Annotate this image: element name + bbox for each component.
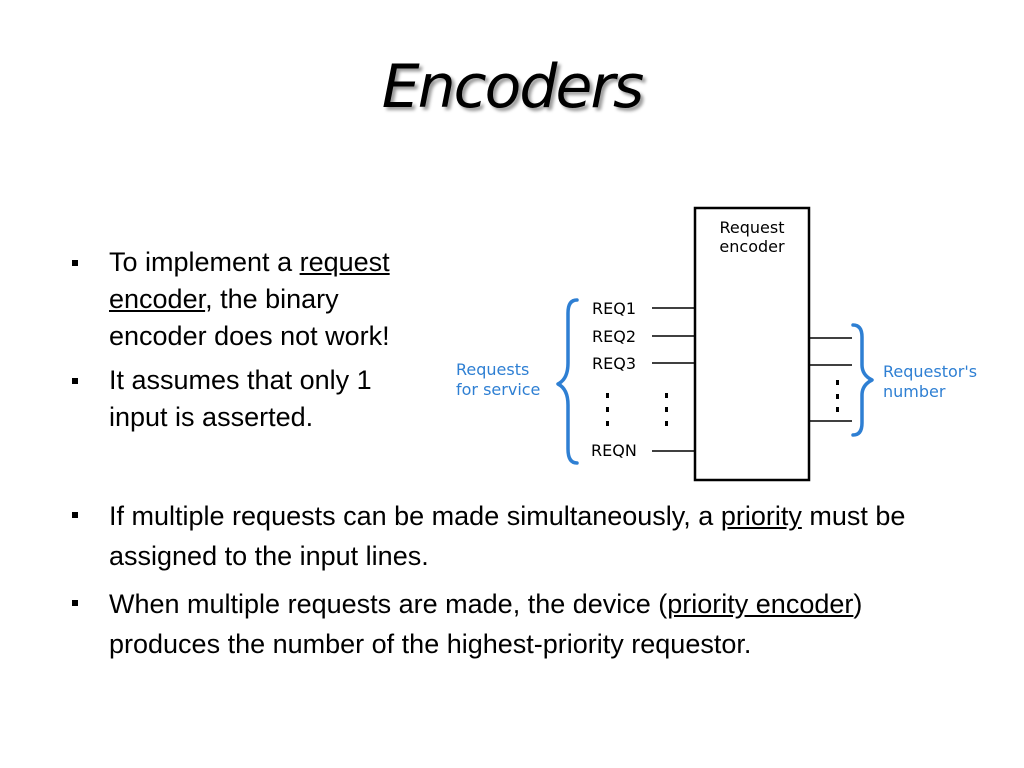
input-label-req2: REQ2: [592, 327, 636, 346]
top-bullet-list: To implement a request encoder, the bina…: [68, 244, 428, 443]
output-ellipsis-dots: [836, 380, 839, 412]
bottom-bullet-list: If multiple requests can be made simulta…: [68, 496, 948, 672]
right-label-line2: number: [883, 382, 946, 401]
encoder-box: [693, 206, 811, 482]
box-label-line2: encoder: [719, 237, 785, 256]
underlined-term: priority encoder: [667, 589, 854, 619]
bullet-request-encoder: To implement a request encoder, the bina…: [68, 244, 428, 355]
request-encoder-diagram: Request encoder REQ1 REQ2 REQ3 REQN Requ…: [456, 206, 977, 482]
bullet-one-input-asserted: It assumes that only 1 input is asserted…: [68, 362, 428, 436]
slide-title: Encoders: [381, 52, 645, 122]
input-label-reqn: REQN: [591, 441, 637, 460]
right-label-line1: Requestor's: [883, 362, 977, 381]
left-brace: [556, 298, 579, 465]
underlined-term: priority: [720, 501, 802, 531]
box-label-line1: Request: [720, 218, 785, 237]
input-ellipsis-dots: [606, 393, 668, 426]
left-label-line2: for service: [456, 380, 540, 399]
right-brace: [851, 323, 874, 437]
bullet-priority-assignment: If multiple requests can be made simulta…: [68, 496, 948, 576]
bullet-text: If multiple requests can be made simulta…: [109, 501, 906, 571]
bullet-text: When multiple requests are made, the dev…: [109, 589, 863, 659]
bullet-text: To implement a request encoder, the bina…: [109, 247, 390, 351]
input-label-req1: REQ1: [592, 299, 636, 318]
bullet-text: It assumes that only 1 input is asserted…: [109, 365, 372, 432]
left-label-line1: Requests: [456, 360, 529, 379]
input-label-req3: REQ3: [592, 354, 636, 373]
underlined-term: request encoder: [109, 247, 390, 314]
bullet-priority-encoder: When multiple requests are made, the dev…: [68, 584, 948, 664]
